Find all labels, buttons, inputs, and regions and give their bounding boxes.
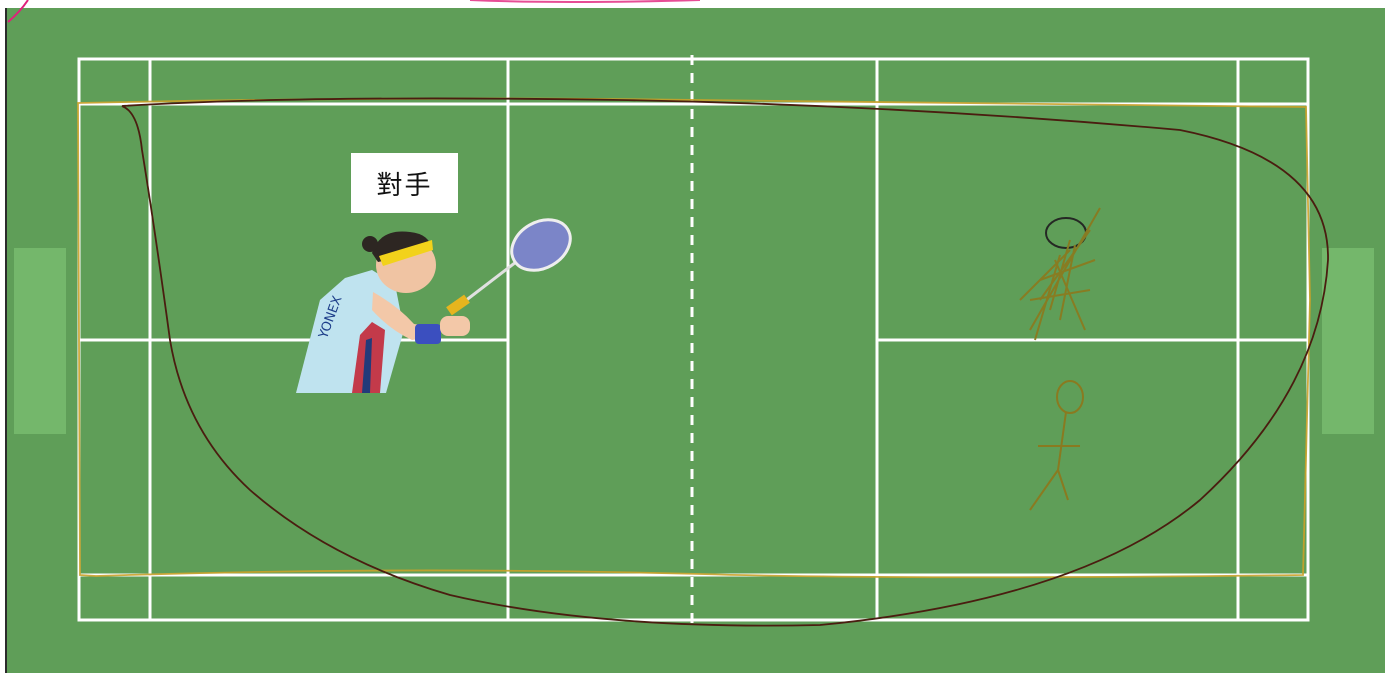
scribbled-figure [1020,208,1100,340]
pink-top-stroke [470,0,700,2]
dark-loop-drawing [122,98,1328,625]
pink-edge-stroke [8,0,28,22]
yellow-singles-box-drawing [78,99,1310,578]
stick-figure [1030,381,1083,510]
